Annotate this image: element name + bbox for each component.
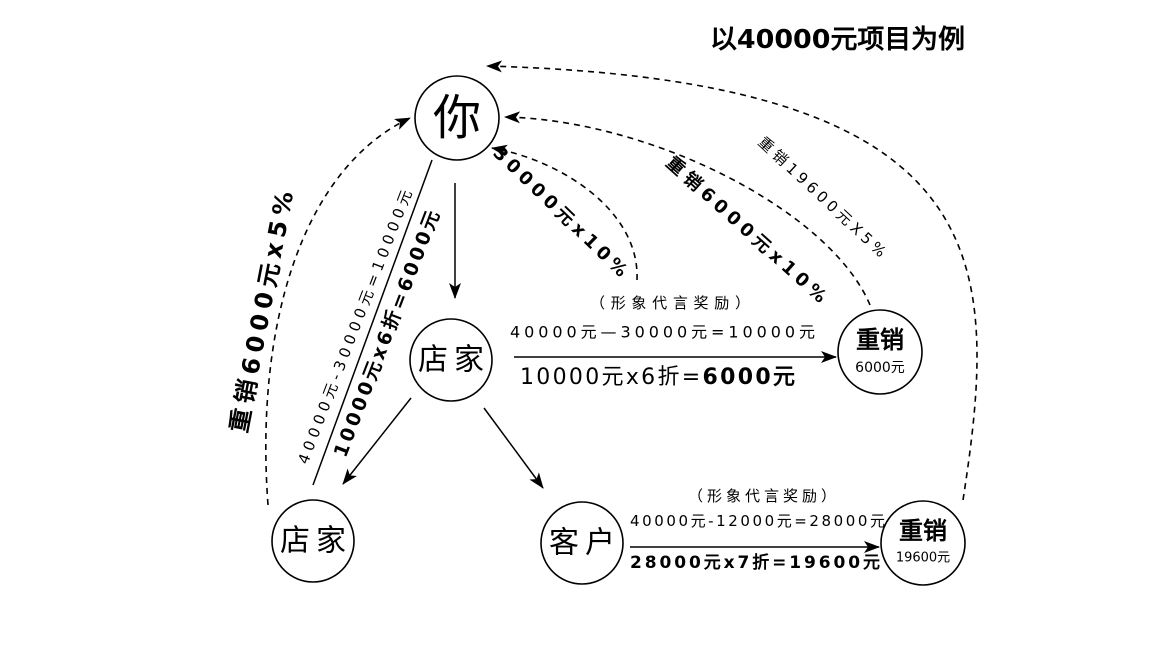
node-store-left-circle <box>271 499 355 583</box>
node-store-center-circle <box>409 318 493 402</box>
label-mid-result: 10000元x6折=6000元 <box>520 365 795 390</box>
line-left-store-to-you <box>312 159 433 486</box>
node-customer-circle <box>540 501 624 585</box>
node-resale-1: 重销 6000元 <box>837 309 923 395</box>
node-you-label: 你 <box>433 90 481 146</box>
arrow-store-to-left-store <box>342 397 412 485</box>
dashed-arc-left-store-to-you <box>265 117 411 506</box>
node-you-circle <box>414 75 500 161</box>
arrow-store-to-customer <box>483 407 544 489</box>
node-customer: 客户 <box>540 501 624 585</box>
node-store-left: 店家 <box>271 499 355 583</box>
node-resale-2-title: 重销 <box>899 517 947 545</box>
label-mid-reward: （形象代言奖励） <box>590 294 750 312</box>
dashed-arc-store-bonus-to-you <box>491 144 638 281</box>
node-resale-1-amount: 6000元 <box>855 360 905 376</box>
node-resale-1-circle <box>837 309 923 395</box>
node-store-center: 店家 <box>409 318 493 402</box>
node-you: 你 <box>414 75 500 161</box>
label-bottom-result: 28000元x7折=19600元 <box>630 552 880 573</box>
node-resale-2: 重销 19600元 <box>880 500 966 586</box>
label-mid-result-prefix: 10000元x6折= <box>520 365 700 390</box>
label-bottom-calc: 40000元-12000元=28000元 <box>630 512 885 530</box>
label-bottom-reward: （形象代言奖励） <box>688 487 836 505</box>
dashed-arc-resale-2-to-you <box>486 60 978 501</box>
label-mid-calc: 40000元—30000元=10000元 <box>510 323 815 342</box>
label-left-arc: 重销6000元x5% <box>225 189 299 435</box>
node-resale-2-circle <box>880 500 966 586</box>
node-resale-1-title: 重销 <box>856 326 904 354</box>
node-resale-2-amount: 19600元 <box>896 551 950 566</box>
label-arc-store-bonus: 30000元x10% <box>489 143 632 282</box>
label-mid-result-bold: 6000元 <box>703 365 795 390</box>
dashed-arc-resale-1-to-you <box>504 111 871 306</box>
diagram-title: 以40000元项目为例 <box>710 25 965 55</box>
